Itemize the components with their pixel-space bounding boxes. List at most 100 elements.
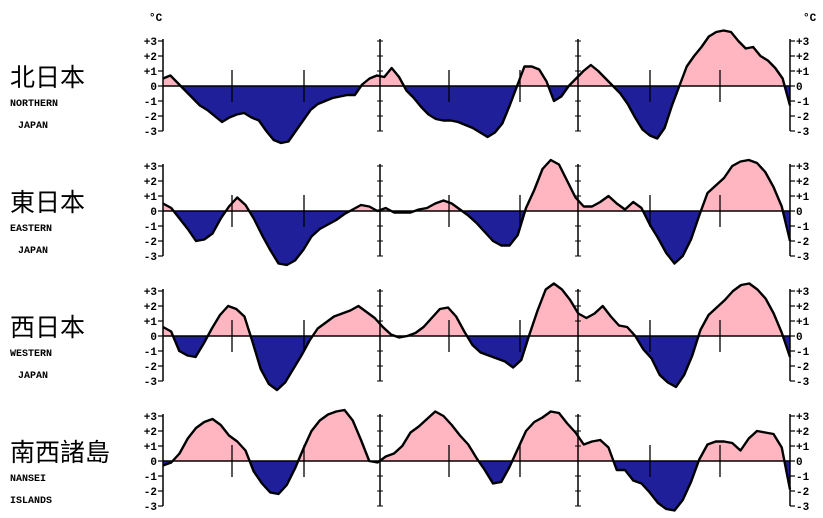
region-jp-eastern: 東日本 (10, 188, 85, 217)
anomaly-line (162, 282, 792, 392)
region-en-nansei-1: NANSEI (10, 474, 46, 485)
y-tick-label: +1 (796, 317, 810, 329)
y-tick-label: 0 (796, 332, 803, 344)
region-en-eastern-2: JAPAN (18, 246, 48, 257)
y-tick-label: -1 (144, 222, 158, 234)
y-tick-label: -2 (144, 112, 157, 124)
y-tick-label: 0 (150, 457, 157, 469)
warm-anomaly-area (525, 160, 643, 211)
y-tick-label: +2 (144, 52, 157, 64)
y-tick-label: -2 (144, 237, 157, 249)
y-tick-label: 0 (150, 207, 157, 219)
y-tick-label: 0 (796, 82, 803, 94)
panel-1: +3+2+10-1-2-3+3+2+10-1-2-3 (144, 158, 810, 267)
y-tick-label: -1 (796, 97, 810, 109)
warm-anomaly-area (568, 65, 613, 86)
y-tick-label: -2 (796, 112, 809, 124)
cold-anomaly-area (462, 211, 526, 246)
y-tick-label: +3 (796, 162, 810, 174)
y-tick-label: +1 (796, 67, 810, 79)
warm-anomaly-area (679, 30, 785, 86)
y-tick-label: -1 (796, 347, 810, 359)
warm-anomaly-area (163, 75, 181, 86)
region-en-western-2: JAPAN (18, 371, 48, 382)
region-en-northern-1: NORTHERN (10, 99, 58, 110)
y-tick-label: -3 (144, 252, 158, 264)
y-tick-label: +2 (796, 427, 809, 439)
y-tick-label: -3 (144, 502, 158, 514)
y-tick-label: +1 (144, 192, 158, 204)
y-tick-label: +2 (144, 177, 157, 189)
y-tick-label: 0 (796, 207, 803, 219)
cold-anomaly-area (467, 336, 529, 368)
y-tick-label: +3 (796, 412, 810, 424)
warm-anomaly-area (379, 411, 479, 461)
cold-anomaly-area (635, 336, 699, 387)
y-tick-label: -2 (144, 487, 157, 499)
y-tick-label: +2 (796, 177, 809, 189)
y-tick-label: -2 (796, 237, 809, 249)
y-tick-label: -2 (796, 487, 809, 499)
cold-anomaly-area (180, 86, 362, 143)
anomaly-line (162, 29, 792, 145)
region-jp-western: 西日本 (10, 313, 85, 342)
warm-anomaly-area (528, 283, 636, 336)
warm-anomaly-area (517, 66, 549, 86)
y-tick-label: -1 (796, 222, 810, 234)
panel-2: +3+2+10-1-2-3+3+2+10-1-2-3 (144, 282, 810, 392)
cold-anomaly-area (612, 86, 680, 139)
cold-anomaly-area (478, 461, 513, 484)
region-jp-northern: 北日本 (10, 63, 85, 92)
y-tick-label: +2 (144, 427, 157, 439)
region-en-eastern-1: EASTERN (10, 224, 52, 235)
y-tick-label: -3 (144, 127, 158, 139)
region-en-northern-2: JAPAN (18, 121, 48, 132)
warm-anomaly-area (698, 283, 783, 336)
y-tick-label: +2 (796, 302, 809, 314)
cold-anomaly-area (250, 336, 313, 390)
y-tick-label: +1 (144, 67, 158, 79)
y-tick-label: +2 (796, 52, 809, 64)
unit-label-right: °C (803, 13, 817, 25)
y-tick-label: -3 (144, 377, 158, 389)
y-tick-label: 0 (796, 457, 803, 469)
cold-anomaly-area (403, 86, 518, 137)
panel-3: +3+2+10-1-2-3+3+2+10-1-2-3 (144, 408, 810, 514)
y-tick-label: -3 (796, 377, 810, 389)
anomaly-line (162, 408, 792, 512)
y-tick-label: +1 (144, 317, 158, 329)
y-tick-label: -1 (144, 472, 158, 484)
region-en-nansei-2: ISLANDS (10, 496, 52, 507)
warm-anomaly-area (700, 160, 783, 211)
y-tick-label: +1 (796, 442, 810, 454)
cold-anomaly-area (249, 211, 350, 265)
warm-anomaly-area (298, 410, 370, 461)
y-tick-label: -2 (144, 362, 157, 374)
y-tick-label: +1 (144, 442, 158, 454)
warm-anomaly-area (512, 411, 614, 461)
unit-label-left: °C (149, 13, 163, 25)
y-tick-label: +2 (144, 302, 157, 314)
y-tick-label: +3 (796, 37, 810, 49)
y-tick-label: +3 (796, 287, 810, 299)
cold-anomaly-area (613, 461, 699, 511)
y-tick-label: +3 (144, 37, 158, 49)
y-tick-label: -1 (144, 347, 158, 359)
anomaly-line (162, 158, 792, 267)
y-tick-label: +3 (144, 412, 158, 424)
region-labels: 北日本 NORTHERN JAPAN 東日本 EASTERN JAPAN 西日本… (10, 63, 110, 507)
warm-anomaly-area (207, 306, 251, 336)
y-tick-label: 0 (150, 82, 157, 94)
region-en-western-1: WESTERN (10, 349, 52, 360)
region-jp-nansei: 南西諸島 (10, 438, 110, 467)
panel-0: +3+2+10-1-2-3+3+2+10-1-2-3 (144, 29, 810, 145)
y-tick-label: -3 (796, 252, 810, 264)
y-tick-label: +3 (144, 162, 158, 174)
y-tick-label: -3 (796, 502, 810, 514)
warm-anomaly-area (312, 306, 396, 336)
warm-anomaly-area (698, 431, 785, 461)
y-tick-label: -2 (796, 362, 809, 374)
warm-anomaly-area (172, 419, 250, 461)
y-tick-label: -1 (144, 97, 158, 109)
